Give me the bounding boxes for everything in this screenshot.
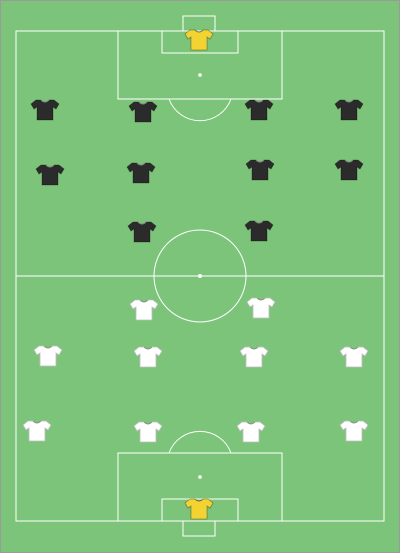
away-outfield-player[interactable] <box>35 164 65 186</box>
home-outfield-player[interactable] <box>246 297 276 319</box>
jersey-collar <box>246 421 256 425</box>
home-outfield-player[interactable] <box>33 345 63 367</box>
jersey-icon <box>239 346 269 368</box>
jersey-collar <box>139 299 149 303</box>
jersey-collar <box>255 159 265 163</box>
jersey-collar <box>43 345 53 349</box>
players-layer <box>22 29 369 520</box>
bottom-penalty-arc <box>168 430 232 454</box>
home-outfield-player[interactable] <box>129 299 159 321</box>
jersey-collar <box>137 221 147 225</box>
jersey-icon <box>33 345 63 367</box>
top-penalty-spot <box>198 73 202 77</box>
jersey-collar <box>45 164 55 168</box>
away-outfield-player[interactable] <box>244 99 274 121</box>
jersey-collar <box>349 346 359 350</box>
jersey-collar <box>136 162 146 166</box>
home-outfield-player[interactable] <box>133 421 163 443</box>
jersey-collar <box>194 29 204 33</box>
jersey-collar <box>194 498 204 502</box>
jersey-icon <box>133 421 163 443</box>
home-outfield-player[interactable] <box>22 420 52 442</box>
center-circle <box>153 229 247 323</box>
jersey-collar <box>256 297 266 301</box>
home-outfield-player[interactable] <box>239 346 269 368</box>
away-outfield-player[interactable] <box>244 220 274 242</box>
jersey-icon <box>129 299 159 321</box>
jersey-collar <box>32 420 42 424</box>
away-outfield-player[interactable] <box>30 99 60 121</box>
jersey-icon <box>133 346 163 368</box>
jersey-collar <box>249 346 259 350</box>
jersey-collar <box>138 101 148 105</box>
jersey-icon <box>22 420 52 442</box>
jersey-collar <box>143 346 153 350</box>
home-outfield-player[interactable] <box>133 346 163 368</box>
home-goalkeeper-player[interactable] <box>184 498 214 520</box>
center-spot <box>198 274 202 278</box>
jersey-icon <box>236 421 266 443</box>
home-outfield-player[interactable] <box>236 421 266 443</box>
away-outfield-player[interactable] <box>128 101 158 123</box>
jersey-icon <box>339 420 369 442</box>
jersey-collar <box>143 421 153 425</box>
home-outfield-player[interactable] <box>339 346 369 368</box>
away-goalkeeper-player[interactable] <box>184 29 214 51</box>
jersey-icon <box>184 498 214 520</box>
jersey-icon <box>246 297 276 319</box>
jersey-collar <box>40 99 50 103</box>
away-outfield-player[interactable] <box>334 99 364 121</box>
jersey-collar <box>344 159 354 163</box>
jersey-collar <box>254 220 264 224</box>
jersey-collar <box>344 99 354 103</box>
top-penalty-arc <box>168 98 232 122</box>
bottom-penalty-spot <box>198 475 202 479</box>
away-outfield-player[interactable] <box>126 162 156 184</box>
home-outfield-player[interactable] <box>339 420 369 442</box>
jersey-collar <box>254 99 264 103</box>
jersey-icon <box>339 346 369 368</box>
away-outfield-player[interactable] <box>334 159 364 181</box>
top-goal <box>182 15 216 32</box>
bottom-goal <box>182 520 216 537</box>
away-outfield-player[interactable] <box>245 159 275 181</box>
away-outfield-player[interactable] <box>127 221 157 243</box>
jersey-icon <box>184 29 214 51</box>
jersey-collar <box>349 420 359 424</box>
